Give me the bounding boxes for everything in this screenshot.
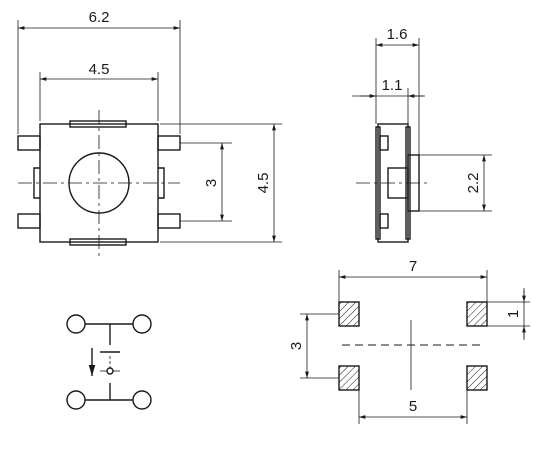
top-strip	[69, 120, 127, 128]
dim-label-6-2: 6.2	[89, 9, 110, 26]
dim-label-3-v: 3	[203, 179, 220, 187]
dim-label-1-6: 1.6	[387, 26, 408, 43]
dim-label-1: 1	[505, 310, 522, 318]
top-view: 6.2 4.5 3 4.5	[17, 9, 282, 258]
dim-label-1-1: 1.1	[382, 77, 403, 94]
dim-label-2-2: 2.2	[465, 173, 482, 194]
dim-label-5: 5	[409, 398, 417, 415]
switch-schematic	[66, 314, 152, 410]
pad-top-left	[338, 301, 360, 327]
dim-label-7: 7	[409, 258, 417, 275]
pin-top-right	[157, 135, 181, 151]
bottom-strip	[69, 238, 127, 246]
pad-bottom-right	[466, 365, 488, 391]
dim-label-4-5-h: 4.5	[89, 61, 110, 78]
pad-bottom-left	[338, 365, 360, 391]
pin-bottom-left	[17, 213, 41, 229]
side-view: 1.6 1.1 2.2	[352, 26, 492, 243]
dim-label-3-pads: 3	[288, 342, 305, 350]
dim-label-4-5-v: 4.5	[255, 173, 272, 194]
pin-bottom-right	[157, 213, 181, 229]
pad-top-right	[466, 301, 488, 327]
pcb-pad-layout: 7 1 3 5	[288, 258, 530, 424]
pin-top-left	[17, 135, 41, 151]
